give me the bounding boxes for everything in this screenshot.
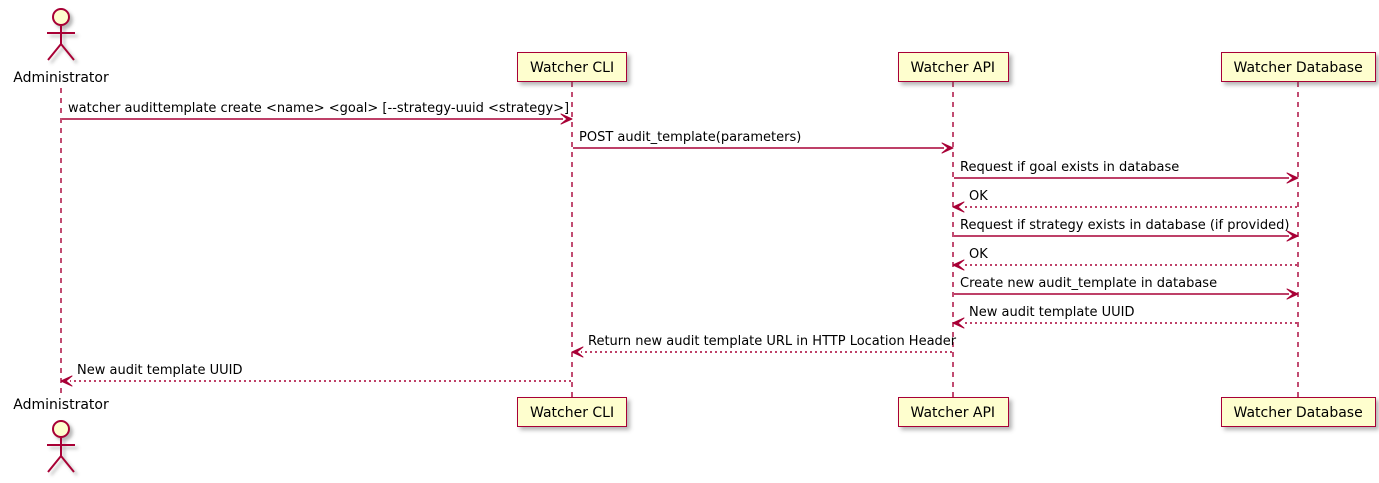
actor-figure-bottom [47,420,75,473]
participant-box-2-top [897,52,1009,82]
arrow-head-1 [941,142,954,154]
actor-label-0-top: Administrator [13,70,109,86]
message-label-9: New audit template UUID [77,363,243,378]
participant-box-1-bottom [517,397,627,427]
arrow-head-3 [952,201,965,213]
arrow-head-9 [60,375,73,387]
message-label-4: Request if strategy exists in database (… [960,218,1290,233]
participant-label-2-bottom: Watcher API [910,405,996,421]
message-label-1: POST audit_template(parameters) [579,130,802,145]
participant-label-1-top: Watcher CLI [530,60,615,76]
actor-label-0-bottom: Administrator [13,397,109,413]
arrow-head-0 [560,113,573,125]
message-label-5: OK [969,247,988,262]
lifelines-group [60,82,1299,397]
actor-figures-group [47,8,75,473]
arrow-head-5 [952,259,965,271]
participant-box-3-bottom [1220,397,1376,427]
message-label-3: OK [969,189,988,204]
participant-label-2-top: Watcher API [910,60,996,76]
participant-label-3-top: Watcher Database [1233,60,1363,76]
actor-figure-top [47,8,75,61]
message-label-6: Create new audit_template in database [960,276,1218,291]
arrow-head-4 [1286,230,1299,242]
message-label-2: Request if goal exists in database [960,160,1180,175]
participant-box-1-top [517,52,627,82]
participant-box-2-bottom [897,397,1009,427]
participant-box-3-top [1220,52,1376,82]
message-label-0: watcher audittemplate create <name> <goa… [68,101,570,116]
message-label-7: New audit template UUID [969,305,1135,320]
arrow-head-2 [1286,172,1299,184]
message-label-8: Return new audit template URL in HTTP Lo… [588,334,957,349]
arrow-head-7 [952,317,965,329]
participant-label-3-bottom: Watcher Database [1233,405,1363,421]
arrow-head-6 [1286,288,1299,300]
arrow-head-8 [571,346,584,358]
participant-label-1-bottom: Watcher CLI [530,405,615,421]
message-arrows-group [60,113,1299,387]
